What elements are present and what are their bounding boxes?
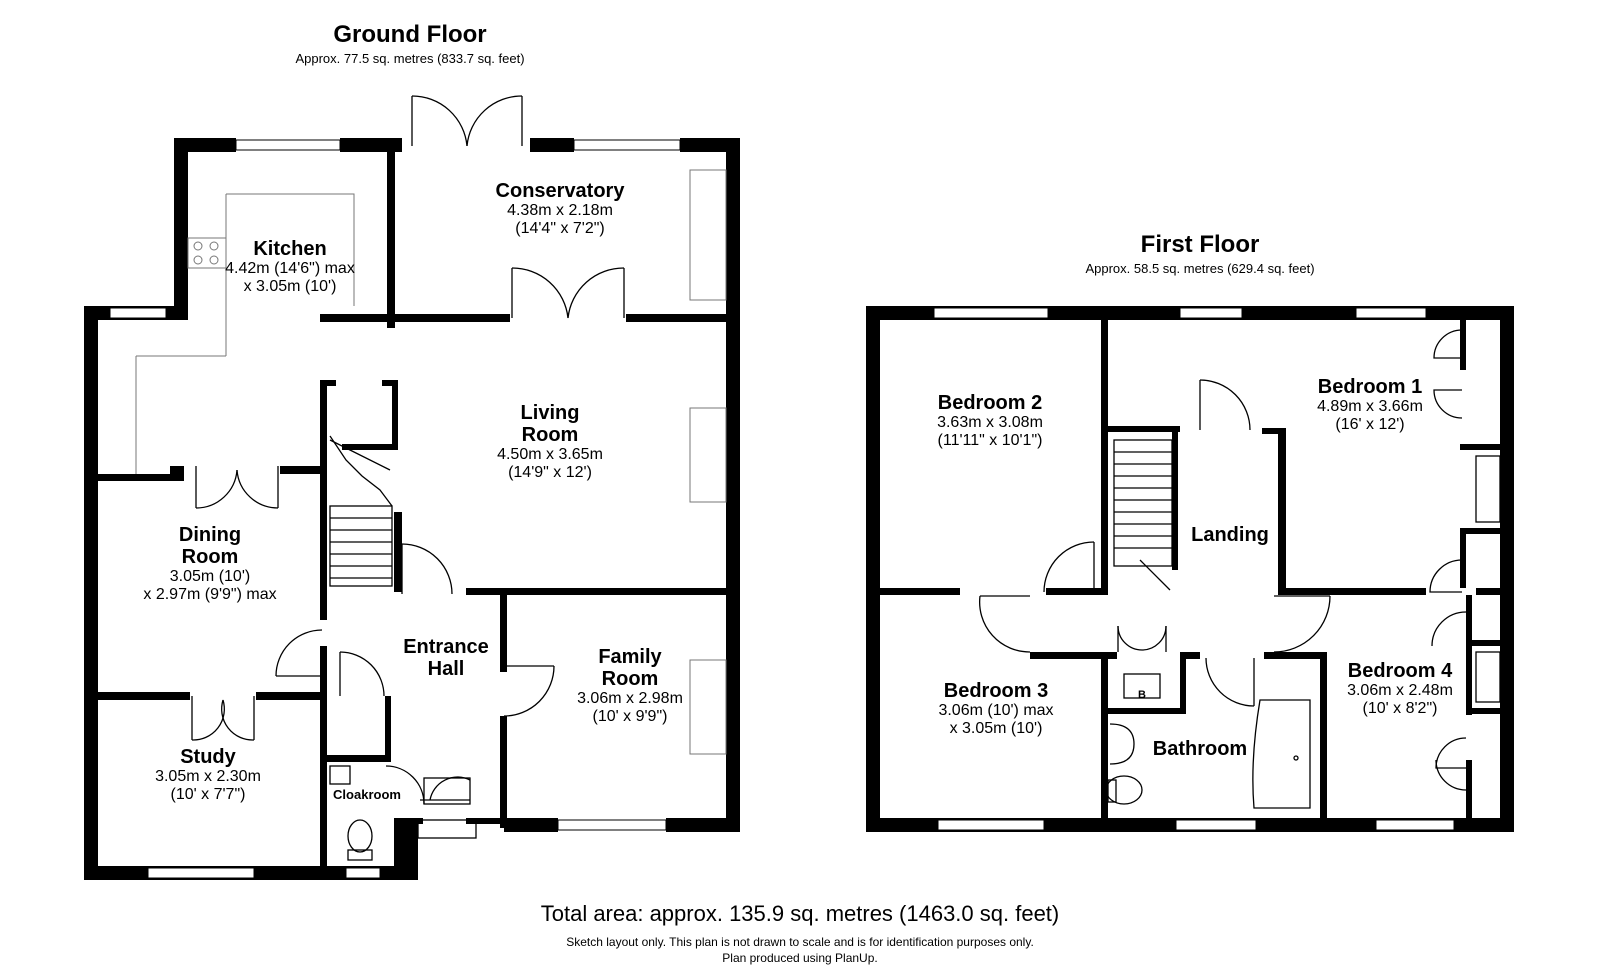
room-entrance-hall: Entrance Hall: [386, 636, 506, 680]
disclaimer-line2: Plan produced using PlanUp.: [722, 951, 878, 965]
room-bedroom-2: Bedroom 2 3.63m x 3.08m (11'11" x 10'1"): [890, 392, 1090, 451]
boiler-label: B: [1138, 689, 1146, 701]
room-bedroom-3: Bedroom 3 3.06m (10') max x 3.05m (10'): [896, 680, 1096, 739]
room-bedroom-4: Bedroom 4 3.06m x 2.48m (10' x 8'2"): [1320, 660, 1480, 719]
first-floor-windows: [933, 307, 1455, 831]
room-kitchen: Kitchen 4.42m (14'6") max x 3.05m (10'): [200, 238, 380, 297]
room-dimensions-imperial: (11'11" x 10'1"): [937, 432, 1043, 450]
room-name-line2: Hall: [427, 658, 465, 680]
room-name-line1: Dining: [178, 524, 242, 546]
room-conservatory: Conservatory 4.38m x 2.18m (14'4" x 7'2"…: [460, 180, 660, 239]
ground-floor-title: Ground Floor: [333, 21, 487, 48]
room-dimensions-imperial: (10' x 8'2"): [1362, 700, 1438, 718]
room-name-line2: Room: [601, 668, 659, 690]
room-dimensions-metric: 4.89m x 3.66m: [1317, 398, 1423, 415]
room-dimensions-imperial: x 2.97m (9'9") max: [143, 586, 277, 604]
room-dimensions-metric: 3.05m x 2.30m: [155, 768, 261, 785]
room-name-line1: Family: [598, 646, 662, 668]
room-dimensions-metric: 4.38m x 2.18m: [507, 202, 613, 219]
room-name-line1: Entrance: [403, 636, 489, 658]
ground-floor-doors: [135, 95, 727, 861]
room-name: Bedroom 2: [937, 392, 1043, 414]
room-dimensions-imperial: (16' x 12'): [1335, 416, 1405, 434]
room-dimensions-imperial: x 3.05m (10'): [949, 720, 1043, 738]
room-dimensions-metric: 3.05m (10'): [169, 568, 251, 585]
room-dimensions-metric: 4.42m (14'6") max: [225, 260, 355, 277]
room-dimensions-metric: 4.50m x 3.65m: [497, 446, 603, 463]
total-area: Total area: approx. 135.9 sq. metres (14…: [540, 901, 1060, 926]
first-floor-title: First Floor: [1140, 231, 1260, 258]
room-name-line2: Room: [521, 424, 579, 446]
room-name: Kitchen: [253, 238, 327, 260]
room-name: Study: [180, 746, 236, 768]
ground-floor-area: Approx. 77.5 sq. metres (833.7 sq. feet): [295, 51, 525, 66]
first-floor-area: Approx. 58.5 sq. metres (629.4 sq. feet): [1085, 261, 1315, 276]
first-floor-doors: [978, 329, 1501, 809]
room-name: Bedroom 1: [1317, 376, 1423, 398]
room-bathroom: Bathroom: [1152, 738, 1248, 760]
room-name: Conservatory: [495, 180, 625, 202]
room-name: Bedroom 4: [1347, 660, 1453, 682]
room-cloakroom: Cloakroom: [333, 787, 401, 802]
room-dimensions-imperial: (14'4" x 7'2"): [515, 220, 605, 238]
room-dimensions-metric: 3.06m x 2.98m: [577, 690, 683, 707]
room-name-line1: Living: [520, 402, 580, 424]
room-name-line2: Room: [181, 546, 239, 568]
ground-floor-windows: [109, 139, 681, 879]
room-dimensions-metric: 3.06m x 2.48m: [1347, 682, 1453, 699]
room-dimensions-imperial: (10' x 9'9"): [592, 708, 668, 726]
disclaimer-line1: Sketch layout only. This plan is not dra…: [566, 935, 1034, 949]
room-name: Bedroom 3: [943, 680, 1049, 702]
room-dimensions-metric: 3.06m (10') max: [938, 702, 1054, 719]
room-dimensions-metric: 3.63m x 3.08m: [937, 414, 1043, 431]
room-dining-room: Dining Room 3.05m (10') x 2.97m (9'9") m…: [110, 524, 310, 605]
room-dimensions-imperial: (10' x 7'7"): [170, 786, 246, 804]
room-bedroom-1: Bedroom 1 4.89m x 3.66m (16' x 12'): [1270, 376, 1470, 435]
room-dimensions-imperial: (14'9" x 12'): [508, 464, 592, 482]
room-landing: Landing: [1191, 524, 1269, 546]
room-dimensions-imperial: x 3.05m (10'): [243, 278, 337, 296]
room-study: Study 3.05m x 2.30m (10' x 7'7"): [108, 746, 308, 805]
room-family-room: Family Room 3.06m x 2.98m (10' x 9'9"): [530, 646, 730, 727]
room-living-room: Living Room 4.50m x 3.65m (14'9" x 12'): [450, 402, 650, 483]
